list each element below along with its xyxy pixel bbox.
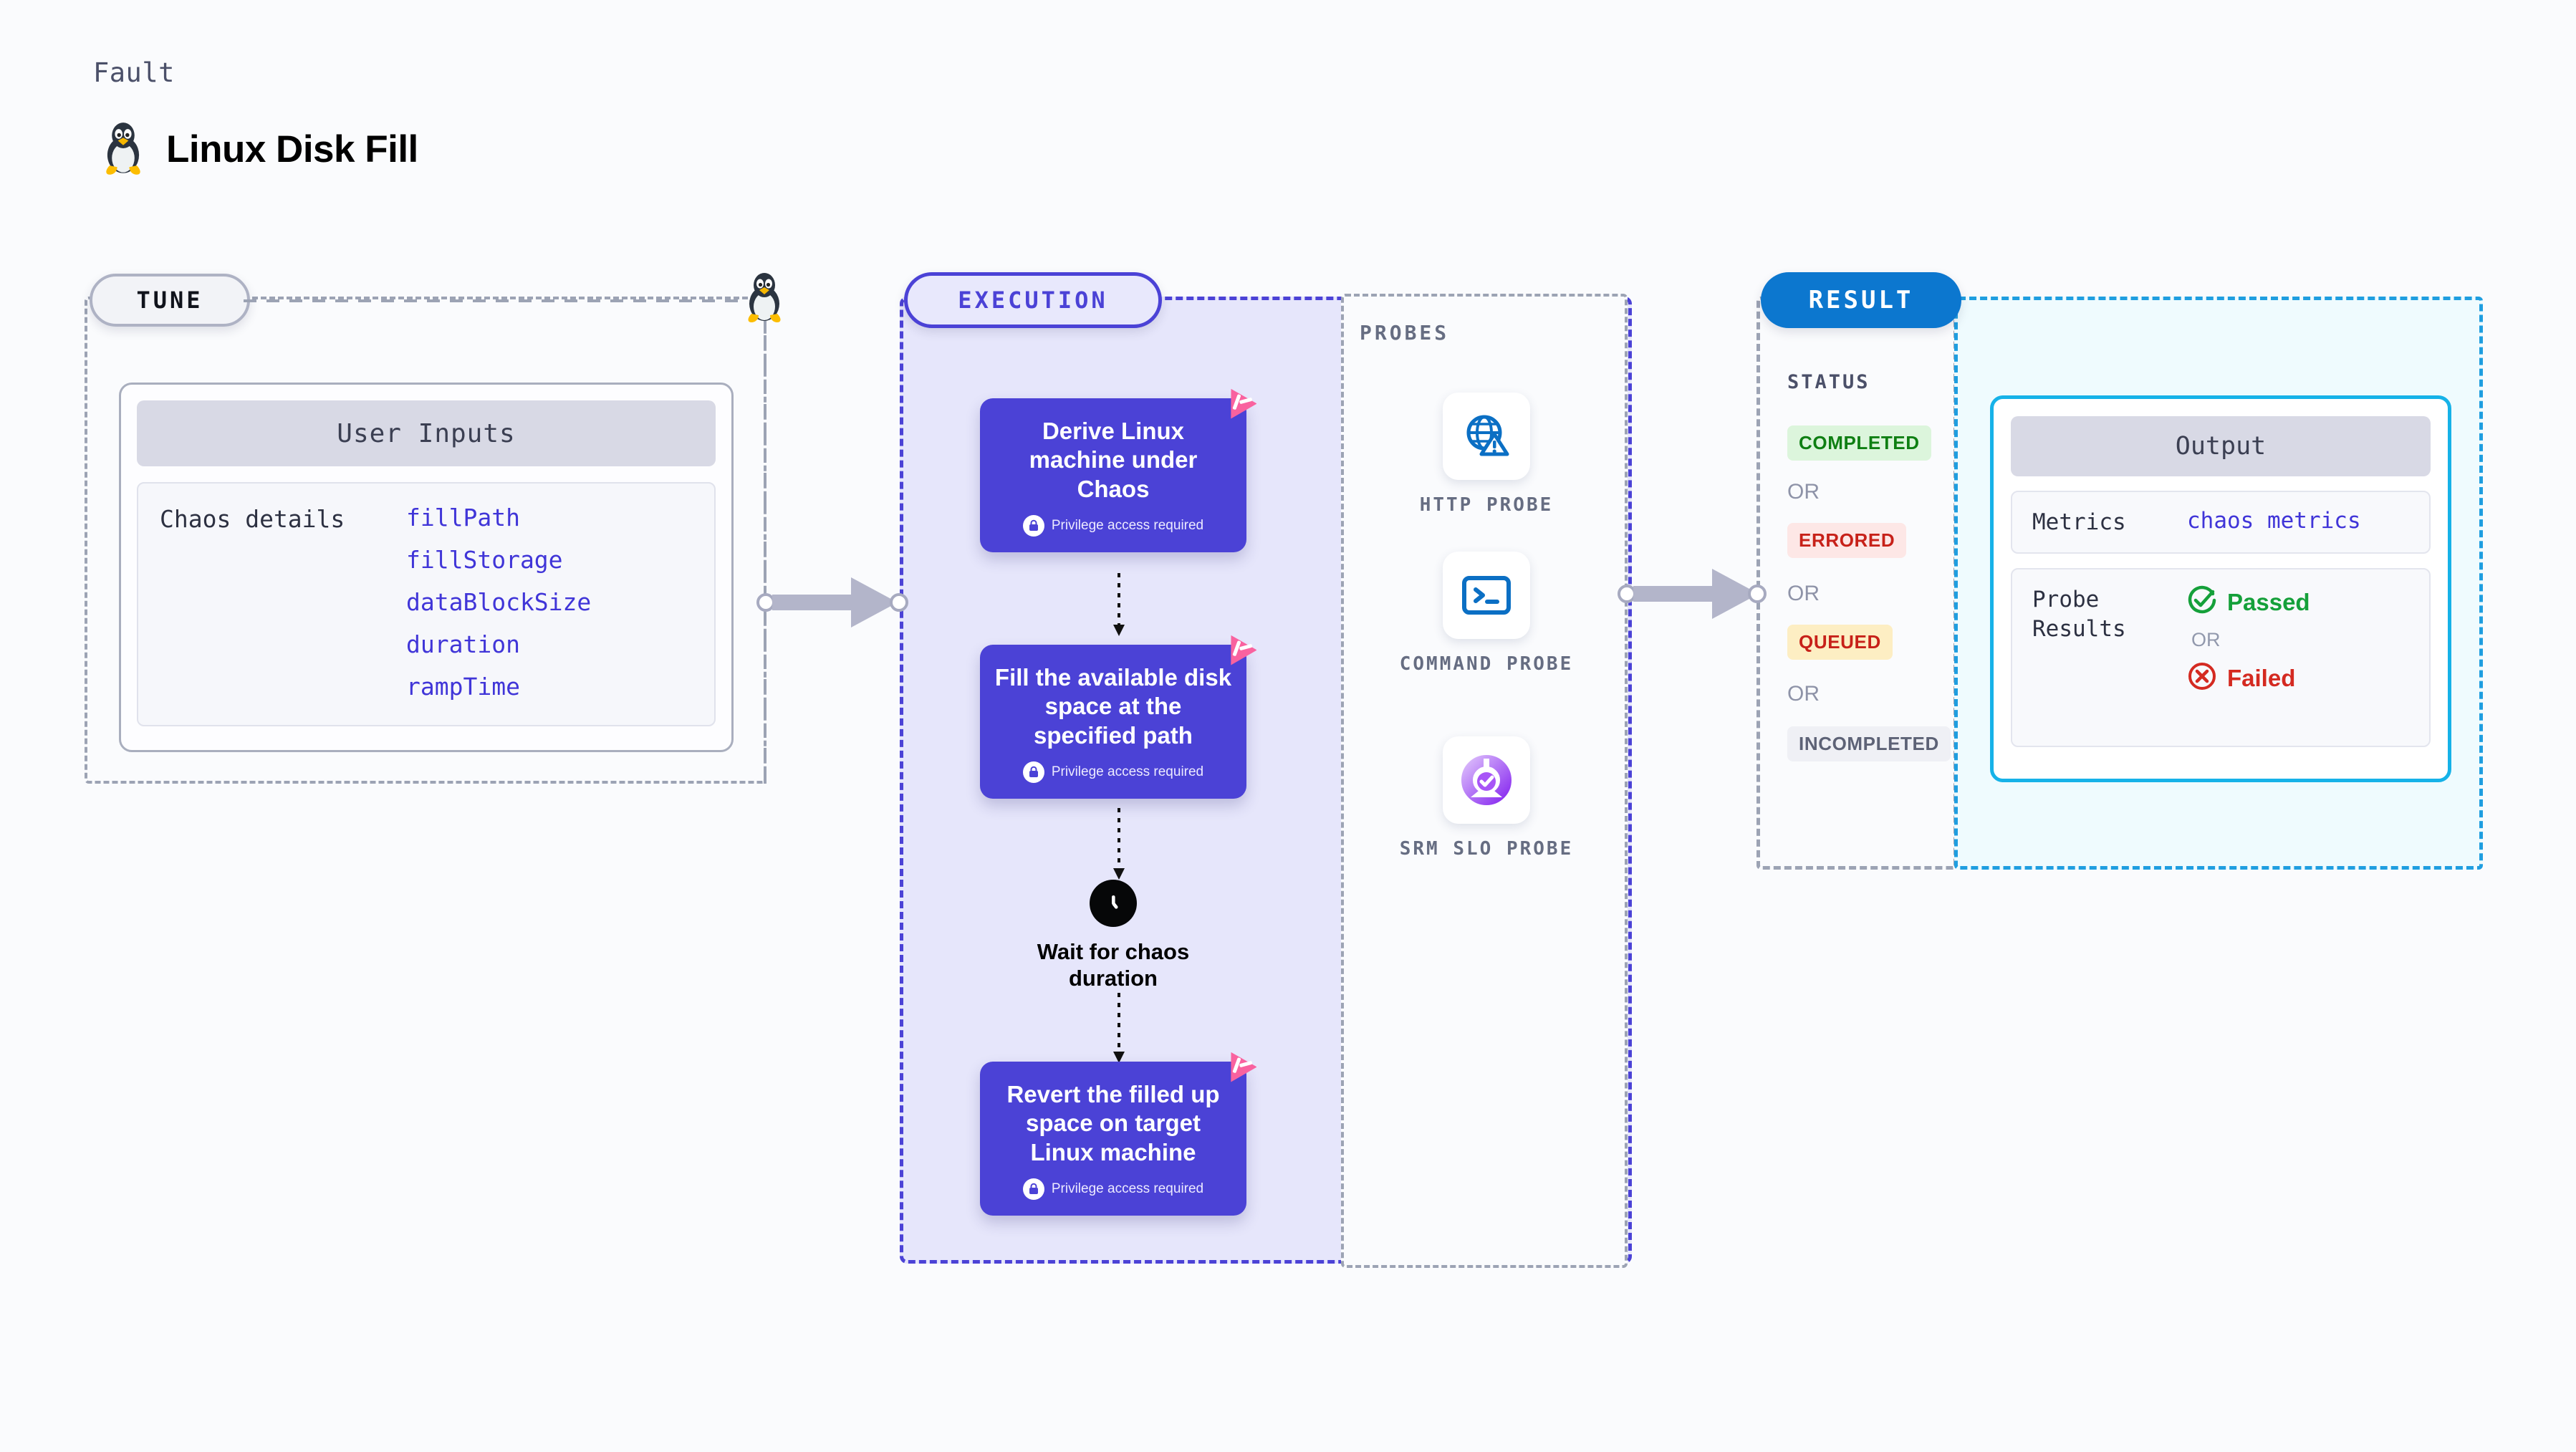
execution-step-label: Fill the available disk space at the spe… [994,664,1232,749]
execution-flow-arrow-1 [1113,573,1125,636]
check-circle-icon [2187,585,2217,619]
lock-icon [1022,1178,1044,1200]
tux-vertical-dashed-line [764,335,766,792]
probe-name-srm-slo: SRM SLO PROBE [1399,838,1574,860]
privilege-note-label: Privilege access required [1051,1181,1204,1196]
input-fillstorage[interactable]: fillStorage [406,546,563,574]
output-card-title: Output [2011,416,2431,476]
terminal-icon [1443,552,1530,639]
output-metrics-row: Metrics chaos metrics [2011,491,2431,554]
input-fillpath[interactable]: fillPath [406,504,520,532]
input-ramptime[interactable]: rampTime [406,673,520,701]
privilege-note-row: Privilege access required [994,761,1232,783]
probe-item-srm-slo[interactable]: SRM SLO PROBE [1393,736,1580,862]
execution-step-card[interactable]: Derive Linux machine under Chaos Privile… [980,388,1257,552]
execution-step-card[interactable]: Revert the filled up space on target Lin… [980,1052,1257,1216]
globe-warning-icon [1443,393,1530,480]
probe-result-passed: Passed [2187,585,2310,619]
wait-for-chaos-duration-block: Wait for chaos duration [1032,880,1195,991]
chaos-marker-icon [1221,384,1257,423]
execution-flow-arrow-3 [1113,993,1125,1063]
user-inputs-card-title: User Inputs [137,400,716,466]
output-card: Output Metrics chaos metrics Probe Resul… [1990,395,2451,782]
probe-result-passed-label: Passed [2227,588,2310,615]
page-title: Linux Disk Fill [166,128,418,170]
connector-execution-to-result-arrow [1633,569,1759,619]
lock-icon [1022,761,1044,783]
chaos-details-values: fillPath fillStorage dataBlockSize durat… [406,504,591,701]
execution-step-card[interactable]: Fill the available disk space at the spe… [980,635,1257,799]
connector-tune-to-execution-arrow [772,577,898,628]
input-datablocksize[interactable]: dataBlockSize [406,588,592,616]
user-inputs-card-body: Chaos details fillPath fillStorage dataB… [137,482,716,726]
chaos-marker-icon [1221,1047,1257,1087]
status-badge-completed: COMPLETED [1787,425,1931,461]
output-probe-results-row: Probe Results Passed OR [2011,568,2431,748]
output-metrics-label: Metrics [2032,509,2126,535]
input-duration[interactable]: duration [406,630,520,658]
chaos-marker-icon [1221,630,1257,670]
status-or-1: OR [1787,480,1820,504]
result-stage-badge[interactable]: RESULT [1761,272,1961,328]
user-inputs-card: User Inputs Chaos details fillPath fillS… [119,383,734,752]
page-title-row: Linux Disk Fill [99,120,418,178]
connector-2-end-dot [1748,585,1767,603]
probe-name-command: COMMAND PROBE [1399,653,1574,675]
output-probe-results-values: Passed OR Failed [2187,585,2310,695]
wait-for-chaos-duration-label: Wait for chaos duration [1037,939,1190,991]
status-badge-errored: ERRORED [1787,523,1907,558]
status-badge-queued: QUEUED [1787,625,1893,660]
chaos-details-label: Chaos details [160,505,345,533]
execution-stage-badge[interactable]: EXECUTION [904,272,1162,328]
output-metrics-value[interactable]: chaos metrics [2187,508,2361,534]
linux-tux-node-icon [741,271,788,329]
status-section-label: STATUS [1787,371,1870,393]
probe-result-or: OR [2191,629,2221,651]
clock-icon [1090,880,1137,927]
probe-name-http: HTTP PROBE [1419,494,1554,516]
privilege-note-row: Privilege access required [994,514,1232,537]
tune-panel [85,297,766,784]
linux-tux-icon [99,120,148,178]
status-badge-incompleted: INCOMPLETED [1787,726,1951,761]
probe-item-command[interactable]: COMMAND PROBE [1393,552,1580,677]
slo-donut-check-icon [1443,736,1530,824]
execution-step-label: Revert the filled up space on target Lin… [1006,1081,1220,1165]
probes-section-label: PROBES [1360,321,1450,345]
execution-flow-arrow-2 [1113,808,1125,880]
privilege-note-row: Privilege access required [994,1178,1232,1200]
tune-stage-badge[interactable]: TUNE [90,274,250,327]
output-probe-results-label: Probe Results [2032,587,2126,642]
fault-kicker-label: Fault [93,57,175,88]
probe-result-failed-label: Failed [2227,664,2296,691]
execution-step-label: Derive Linux machine under Chaos [1029,418,1198,502]
privilege-note-label: Privilege access required [1051,764,1204,779]
tune-to-tux-dashed-line [244,299,745,302]
probe-result-failed: Failed [2187,661,2310,695]
privilege-note-label: Privilege access required [1051,517,1204,533]
lock-icon [1022,514,1044,537]
status-or-3: OR [1787,682,1820,706]
connector-1-end-dot [890,593,908,612]
status-or-2: OR [1787,582,1820,605]
x-circle-icon [2187,661,2217,695]
probe-item-http[interactable]: HTTP PROBE [1393,393,1580,518]
